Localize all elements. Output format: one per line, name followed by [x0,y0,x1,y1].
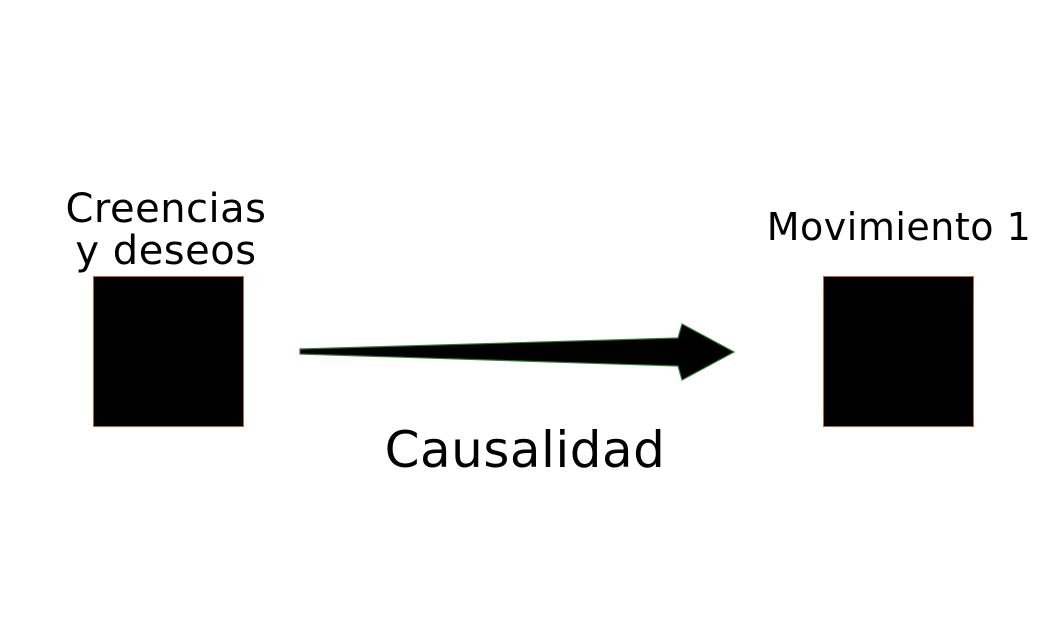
causality-label: Causalidad [384,421,666,479]
source-node-label-line1: Creencias [65,186,267,232]
target-node-box [824,277,973,426]
target-node-label: Movimiento 1 [766,205,1032,249]
source-node-label-line2: y deseos [75,228,257,274]
causality-arrow-shape [299,323,736,381]
causality-arrow [299,323,736,381]
source-node-box [94,277,243,426]
source-node-label: Creencias y deseos [48,188,284,272]
